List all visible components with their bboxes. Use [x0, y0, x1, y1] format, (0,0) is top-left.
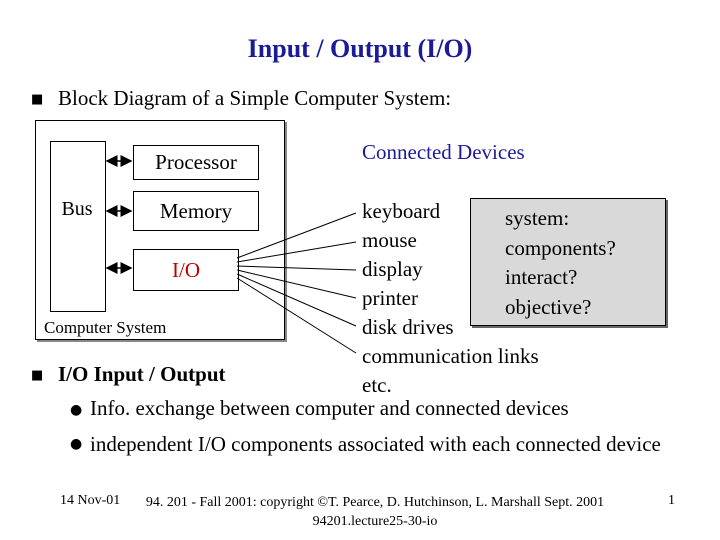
device-item: display — [362, 257, 423, 281]
device-item: keyboard — [362, 199, 441, 223]
footer-lecture-file: 94201.lecture25-30-io — [312, 514, 438, 529]
device-item: mouse — [362, 228, 417, 252]
device-item: etc. — [362, 373, 392, 397]
round-bullet-icon: ● — [70, 402, 83, 418]
sub-bullet-info-exchange: Info. exchange between computer and conn… — [90, 396, 569, 420]
device-item: disk drives — [362, 315, 454, 339]
bus-box — [50, 141, 106, 312]
device-list: keyboard mouse display printer disk driv… — [362, 197, 539, 400]
footer-copyright-line: 94. 201 - Fall 2001: copyright ©T. Pearc… — [145, 495, 605, 510]
question-item: components? — [505, 235, 616, 260]
questions-box — [470, 198, 666, 326]
device-item: communication links — [362, 344, 539, 368]
footer-date: 14 Nov-01 — [60, 493, 121, 508]
memory-block: Memory — [133, 191, 259, 231]
processor-block: Processor — [133, 145, 259, 180]
square-bullet-icon: ■ — [31, 92, 44, 107]
questions-list: system: components? interact? objective? — [505, 204, 616, 322]
io-block: I/O — [133, 249, 239, 291]
sub-bullet-independent-io: independent I/O components associated wi… — [90, 432, 661, 456]
bullet-block-diagram: Block Diagram of a Simple Computer Syste… — [58, 86, 452, 110]
square-bullet-icon: ■ — [31, 368, 44, 383]
question-item: objective? — [505, 294, 592, 319]
question-item: system: — [505, 206, 570, 230]
footer-page-number: 1 — [668, 493, 675, 508]
connected-devices-title: Connected Devices — [362, 140, 525, 164]
bus-label: Bus — [61, 198, 93, 220]
question-item: interact? — [505, 265, 578, 289]
slide-title: Input / Output (I/O) — [247, 34, 473, 63]
bullet-io-heading: I/O Input / Output — [58, 362, 226, 386]
round-bullet-icon: ● — [70, 436, 83, 452]
io-device-lines — [236, 212, 357, 354]
device-item: printer — [362, 286, 418, 310]
computer-system-label: Computer System — [44, 318, 167, 337]
footer-copyright: 94. 201 - Fall 2001: copyright ©T. Pearc… — [140, 493, 610, 531]
